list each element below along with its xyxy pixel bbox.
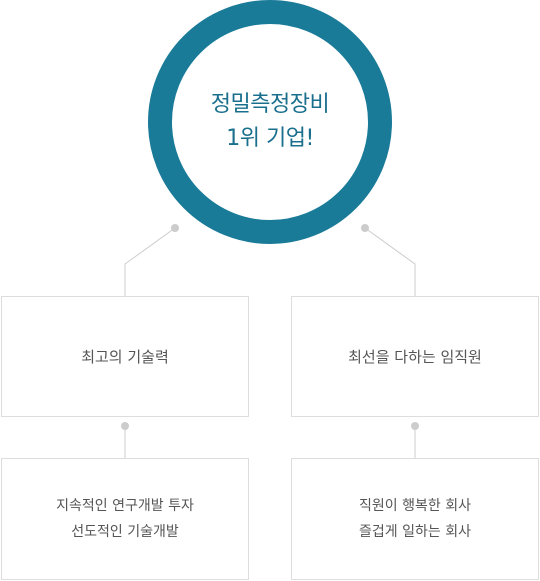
center-ring: 정밀측정장비 1위 기업!	[148, 0, 392, 244]
left-detail-line1: 지속적인 연구개발 투자	[56, 498, 194, 514]
left-detail-box: 지속적인 연구개발 투자 선도적인 기술개발	[1, 458, 249, 580]
connector-dot-left-lower	[121, 422, 129, 430]
left-label-box: 최고의 기술력	[1, 296, 249, 417]
connector-dot-right-upper	[361, 224, 369, 232]
center-title-line2: 1위 기업!	[226, 126, 314, 151]
center-title-line1: 정밀측정장비	[210, 92, 330, 117]
connector-dot-right-lower	[411, 422, 419, 430]
connector-right-upper	[364, 227, 416, 296]
left-detail-line2: 선도적인 기술개발	[71, 524, 179, 540]
right-label: 최선을 다하는 임직원	[348, 348, 482, 366]
right-detail-line2: 즐겁게 일하는 회사	[359, 524, 471, 540]
right-detail-box: 직원이 행복한 회사 즐겁게 일하는 회사	[291, 458, 539, 580]
connector-left-upper	[124, 227, 176, 296]
right-label-box: 최선을 다하는 임직원	[291, 296, 539, 417]
connector-dot-left-upper	[171, 224, 179, 232]
left-label: 최고의 기술력	[81, 348, 169, 366]
right-detail-line1: 직원이 행복한 회사	[359, 498, 471, 514]
